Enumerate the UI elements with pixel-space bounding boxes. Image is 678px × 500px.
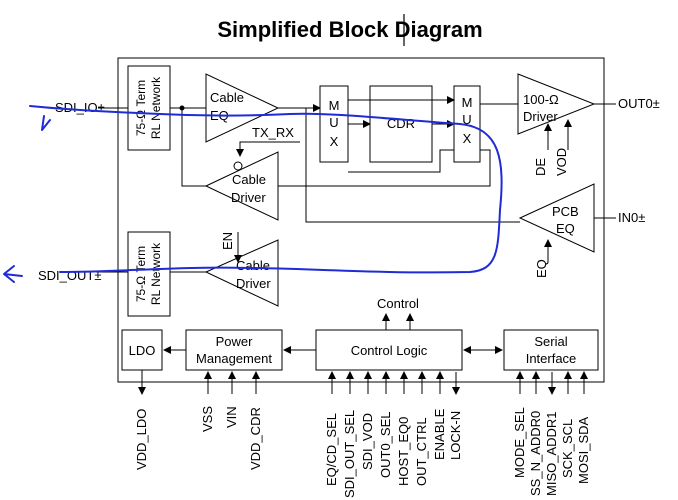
cable-driver-bottom-line1: Cable xyxy=(236,258,270,273)
term-bottom-line1: 75-Ω Term xyxy=(134,246,148,302)
power-mgmt-line2: Management xyxy=(196,351,272,366)
pin-lock-n: LOCK-N xyxy=(448,411,463,460)
pcb-eq-return xyxy=(305,108,520,223)
de-label: DE xyxy=(533,158,548,176)
pin-sdi-vod: SDI_VOD xyxy=(360,413,375,470)
out-driver-line2: Driver xyxy=(523,109,558,124)
pin-mode-sel: MODE_SEL xyxy=(512,407,527,478)
serial-line2: Interface xyxy=(526,351,577,366)
cable-driver-bottom-line2: Driver xyxy=(236,276,271,291)
mux2-m: M xyxy=(462,95,473,110)
pin-eq-cd-sel: EQ/CD_SEL xyxy=(324,413,339,486)
cable-driver-mid-line2: Driver xyxy=(231,190,266,205)
en-label: EN xyxy=(220,232,235,250)
pin-sck-scl: SCK_SCL xyxy=(560,419,575,478)
annotation-mark-top xyxy=(41,115,51,131)
sdi-out-label: SDI_OUT± xyxy=(38,268,101,283)
diagram-title: Simplified Block Diagram xyxy=(217,17,482,42)
out0-label: OUT0± xyxy=(618,96,660,111)
serial-interface-block xyxy=(503,329,599,371)
tx-rx-label: TX_RX xyxy=(252,125,294,140)
in0-label: IN0± xyxy=(618,210,645,225)
annotation-scribble xyxy=(29,105,503,274)
pin-out0-sel: OUT0_SEL xyxy=(378,412,393,478)
sdi-io-label: SDI_IO± xyxy=(55,100,105,115)
vod-label: VOD xyxy=(554,148,569,176)
cable-driver-mid-line1: Cable xyxy=(232,172,266,187)
pin-vdd-cdr: VDD_CDR xyxy=(248,407,263,470)
control-logic-label: Control Logic xyxy=(351,343,428,358)
term-top-line2: RL Network xyxy=(149,76,163,139)
pin-enable: ENABLE xyxy=(432,408,447,460)
pin-sdi-out-sel: SDI_OUT_SEL xyxy=(342,410,357,498)
pin-host-eq0: HOST_EQ0 xyxy=(396,417,411,486)
tx-rx-arrow xyxy=(236,141,300,157)
pin-vin: VIN xyxy=(224,406,239,428)
cable-eq-line1: Cable xyxy=(210,90,244,105)
cable-driver-bottom xyxy=(204,239,279,307)
eq-label: EQ xyxy=(534,259,549,278)
power-management-block xyxy=(185,329,283,371)
term-network-bottom xyxy=(127,231,171,317)
annotation-arrow-left xyxy=(3,265,23,283)
term-network-top xyxy=(127,65,171,151)
pin-vss: VSS xyxy=(200,406,215,432)
mux2-x: X xyxy=(463,131,472,146)
pin-miso-addr1: MISO_ADDR1 xyxy=(544,411,559,496)
pcb-eq-line1: PCB xyxy=(552,204,579,219)
control-logic-block xyxy=(315,329,463,371)
pin-vdd-ldo: VDD_LDO xyxy=(134,409,149,470)
out-driver-line1: 100-Ω xyxy=(523,92,559,107)
term-bottom-line2: RL Network xyxy=(149,242,163,305)
loop-wire xyxy=(181,108,206,187)
pin-ss-n-addr0: SS_N_ADDR0 xyxy=(528,411,543,496)
mux-1 xyxy=(319,85,349,163)
mux1-m: M xyxy=(329,98,340,113)
term-top-line1: 75-Ω Term xyxy=(134,80,148,136)
serial-line1: Serial xyxy=(534,334,567,349)
pin-out-ctrl: OUT_CTRL xyxy=(414,417,429,486)
out-driver-amp xyxy=(517,73,596,135)
power-mgmt-line1: Power xyxy=(216,334,254,349)
mux1-x: X xyxy=(330,134,339,149)
pcb-eq-line2: EQ xyxy=(556,221,575,236)
ldo-block xyxy=(121,329,163,371)
cdr-block xyxy=(369,85,433,163)
ldo-label: LDO xyxy=(129,343,156,358)
mux2-u: U xyxy=(462,112,471,127)
control-label: Control xyxy=(377,296,419,311)
cable-eq-amp xyxy=(205,73,280,143)
mux1-u: U xyxy=(329,115,338,130)
pin-mosi-sda: MOSI_SDA xyxy=(576,416,591,484)
